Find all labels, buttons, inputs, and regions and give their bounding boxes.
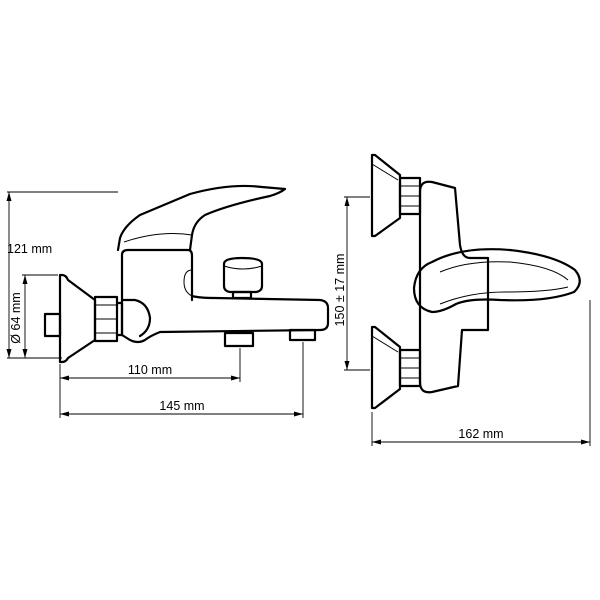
front-dimensions: 150 ± 17 mm 162 mm bbox=[333, 196, 591, 446]
lower-hex-nut bbox=[398, 348, 422, 388]
shower-connector bbox=[288, 328, 317, 342]
side-view bbox=[43, 184, 330, 364]
front-view bbox=[370, 153, 581, 410]
spout-outlet bbox=[223, 331, 255, 348]
mixer-body bbox=[120, 248, 330, 344]
inlet-stub bbox=[43, 312, 62, 338]
side-dimensions: 121 mm Ø 64 mm 110 mm 145 mm bbox=[6, 191, 304, 418]
diverter-knob bbox=[222, 256, 264, 300]
dim-overall-depth: 145 mm bbox=[159, 399, 204, 413]
lever-handle bbox=[116, 184, 287, 252]
upper-flange bbox=[370, 153, 402, 238]
hex-nut bbox=[93, 295, 119, 343]
dim-height-overall: 121 mm bbox=[7, 242, 52, 256]
front-body bbox=[418, 180, 490, 394]
dim-overall-width: 162 mm bbox=[458, 427, 503, 441]
dim-spout-to-outlet: 110 mm bbox=[128, 363, 172, 377]
front-lever bbox=[412, 248, 581, 314]
dim-inlet-centres: 150 ± 17 mm bbox=[333, 254, 347, 327]
upper-hex-nut bbox=[398, 176, 422, 216]
lower-flange bbox=[370, 325, 402, 410]
wall-flange bbox=[58, 273, 97, 364]
dim-flange-diameter: Ø 64 mm bbox=[9, 292, 23, 343]
